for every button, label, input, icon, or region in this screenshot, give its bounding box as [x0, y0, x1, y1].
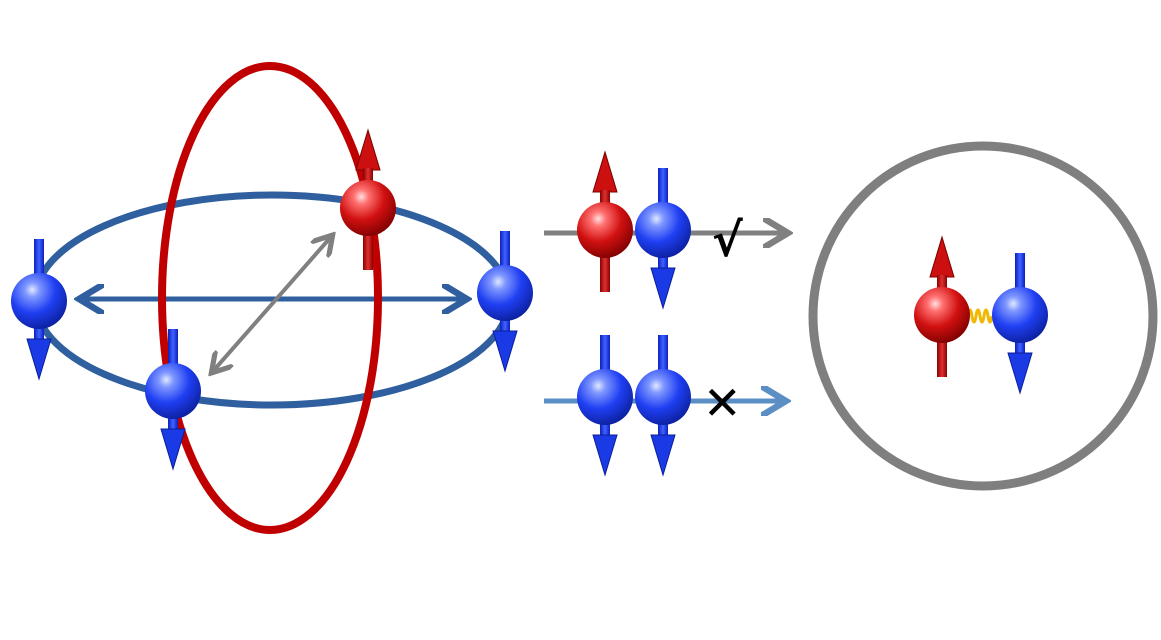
red-sphere-spin-up-icon — [913, 236, 971, 378]
blue-sphere-spin-down-icon — [144, 328, 202, 470]
bound-pair — [808, 141, 1158, 491]
red-sphere-spin-up-icon — [576, 151, 634, 293]
blue-sphere-spin-down-icon — [10, 238, 68, 380]
red-vertical-orbit — [158, 62, 382, 534]
spring-icon — [966, 308, 994, 324]
diagonal-double-arrow — [214, 238, 330, 370]
blue-sphere-spin-down-icon — [634, 334, 692, 476]
blue-sphere-spin-down-icon — [991, 252, 1049, 394]
blue-sphere-spin-down-icon — [634, 167, 692, 309]
blue-sphere-spin-down-icon — [576, 334, 634, 476]
cross-mark-icon: ✕ — [703, 376, 742, 430]
orbit-system — [10, 62, 534, 534]
red-sphere-spin-up-icon — [339, 129, 397, 271]
bound-state-circle — [808, 141, 1158, 491]
forbidden-pairing: ✕ — [544, 334, 781, 476]
allowed-pairing: √ — [544, 151, 783, 309]
check-mark-icon: √ — [712, 213, 743, 267]
